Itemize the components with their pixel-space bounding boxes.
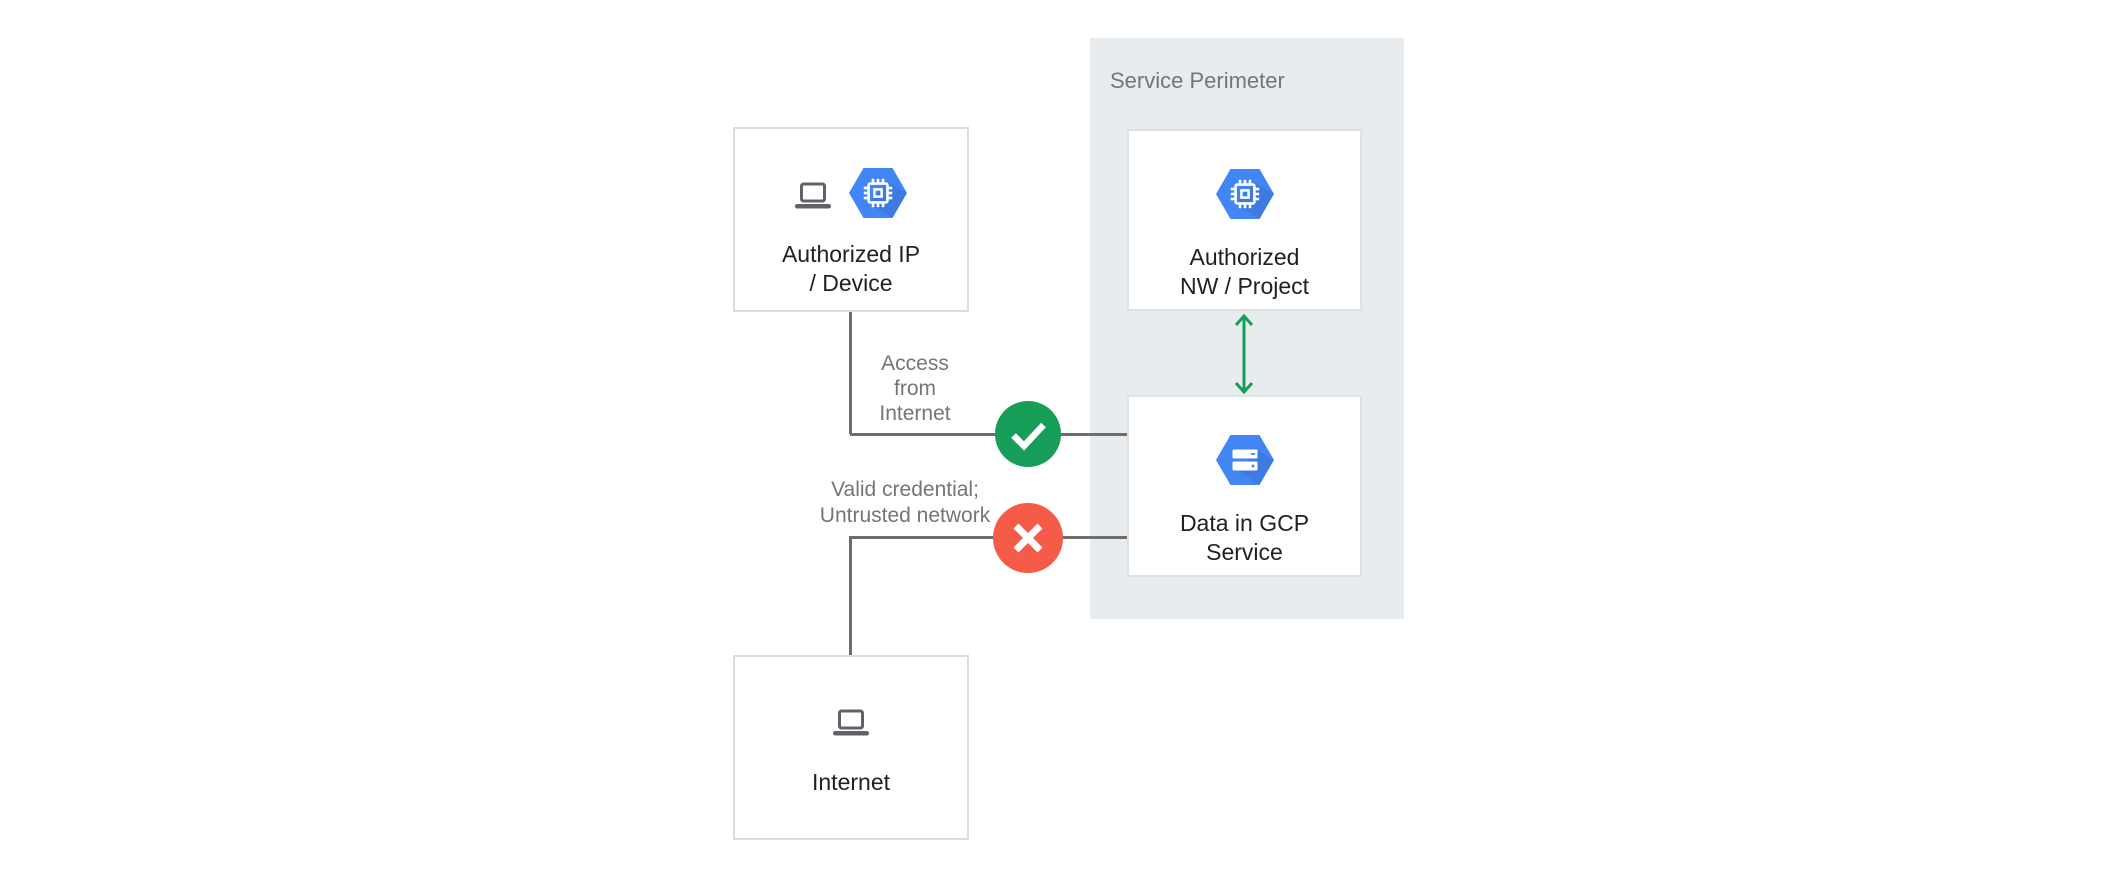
laptop-icon	[795, 182, 831, 209]
node-internet: Internet	[733, 655, 969, 840]
node-data-in-gcp-service: Data in GCP Service	[1127, 395, 1362, 577]
data-in-gcp-service-label: Data in GCP Service	[1179, 510, 1310, 565]
node-authorized-ip-device: Authorized IP / Device	[733, 127, 969, 312]
cloud-storage-icon	[1216, 435, 1274, 485]
compute-engine-icon	[849, 168, 907, 218]
connector-untrusted-to-data	[850, 536, 1129, 539]
check-icon	[995, 401, 1061, 467]
internet-label: Internet	[812, 769, 890, 795]
node-authorized-nw-project: Authorized NW / Project	[1127, 129, 1362, 311]
access-from-internet-label: Access from Internet	[879, 352, 951, 425]
up-down-arrow-icon	[1234, 313, 1254, 395]
connector-access-to-data	[850, 433, 1129, 436]
service-perimeter-label: Service Perimeter	[1110, 68, 1285, 93]
laptop-icon	[833, 709, 869, 736]
connector-authorized-ip-down	[849, 312, 852, 434]
connector-internet-up	[849, 536, 852, 656]
cross-icon	[993, 503, 1063, 573]
authorized-ip-device-label: Authorized IP / Device	[781, 241, 921, 296]
compute-engine-icon	[1216, 169, 1274, 219]
untrusted-network-label: Valid credential; Untrusted network	[819, 478, 991, 527]
authorized-nw-project-label: Authorized NW / Project	[1179, 244, 1310, 299]
